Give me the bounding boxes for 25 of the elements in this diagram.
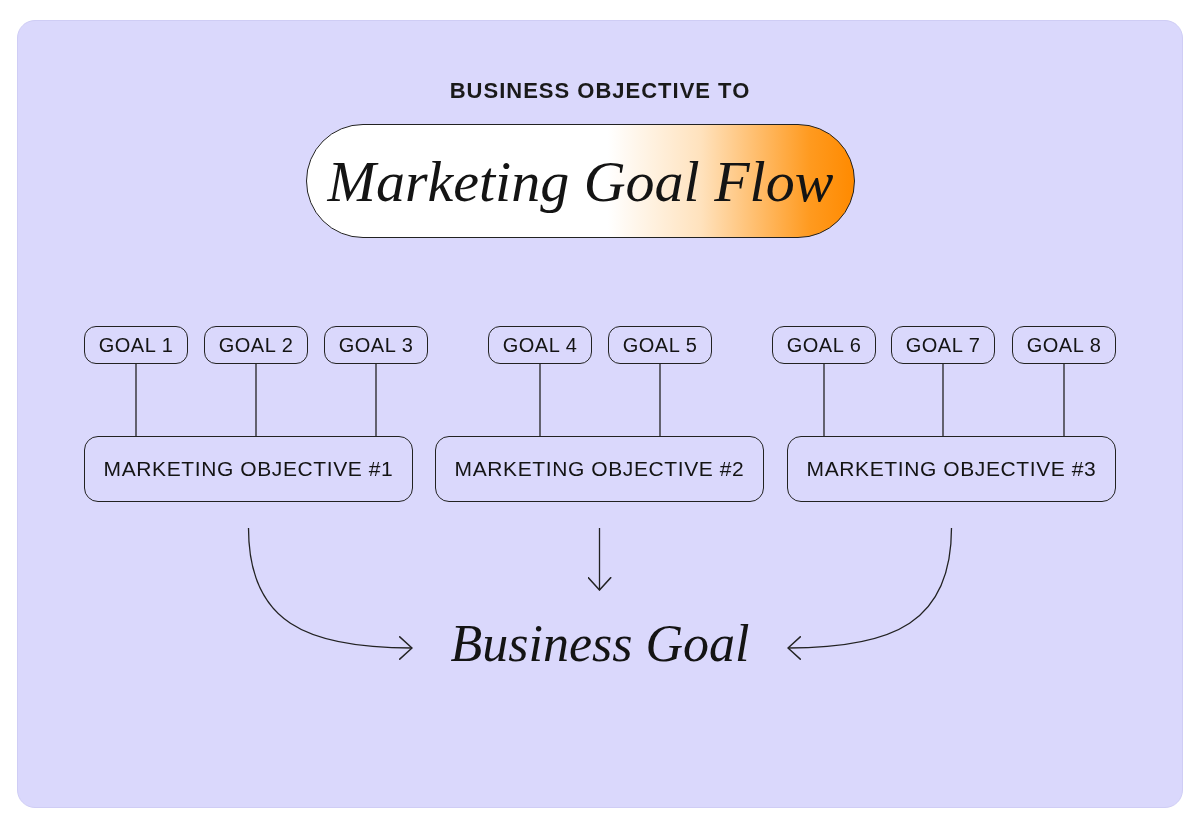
connector-line	[1063, 363, 1065, 437]
goal-tag: GOAL 5	[608, 326, 712, 364]
arrow	[587, 527, 612, 591]
objective-box: MARKETING OBJECTIVE #3	[787, 436, 1116, 502]
goal-tag: GOAL 4	[488, 326, 592, 364]
connector-line	[942, 363, 944, 437]
connector-line	[659, 363, 661, 437]
connector-line	[375, 363, 377, 437]
arrow	[787, 527, 953, 661]
connector-line	[135, 363, 137, 437]
connector-line	[823, 363, 825, 437]
goal-tag: GOAL 8	[1012, 326, 1116, 364]
goal-tag: GOAL 6	[772, 326, 876, 364]
goal-tag: GOAL 2	[204, 326, 308, 364]
objective-box: MARKETING OBJECTIVE #1	[84, 436, 413, 502]
arrow	[247, 527, 413, 661]
title-pill: Marketing Goal Flow	[306, 124, 855, 238]
connector-line	[255, 363, 257, 437]
goal-tag: GOAL 3	[324, 326, 428, 364]
goal-tag: GOAL 1	[84, 326, 188, 364]
business-goal-text: Business Goal	[440, 608, 760, 678]
goal-tag: GOAL 7	[891, 326, 995, 364]
diagram-title: BUSINESS OBJECTIVE TO	[448, 78, 752, 104]
connector-line	[539, 363, 541, 437]
objective-box: MARKETING OBJECTIVE #2	[435, 436, 764, 502]
